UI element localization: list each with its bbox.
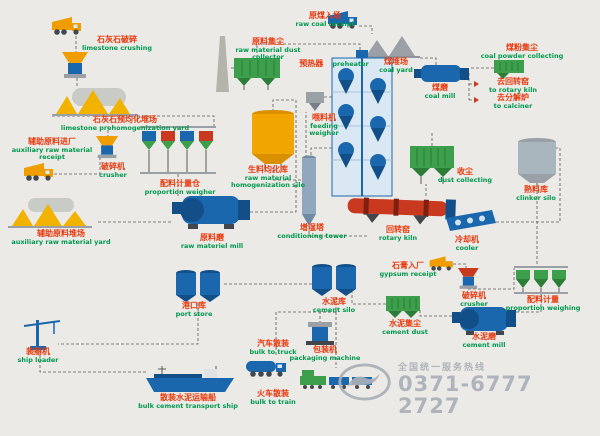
cement-dust-collector-icon xyxy=(386,296,420,318)
arrow-to-calciner-icon xyxy=(474,97,479,103)
coal-truck-icon xyxy=(328,11,357,29)
port-silos-icon xyxy=(176,270,220,302)
cement-mill-icon xyxy=(452,307,516,335)
proportion-weigher-hoppers-icon xyxy=(140,126,216,174)
ship-loader-icon xyxy=(23,320,61,350)
packaging-machine-icon xyxy=(306,322,334,345)
preheater-icon xyxy=(331,50,393,197)
flow-connectors xyxy=(39,25,561,373)
rotary-kiln-icon xyxy=(347,197,456,225)
coal-yard-icon xyxy=(364,36,420,58)
conditioning-tower-icon xyxy=(302,155,316,226)
chimney-icon xyxy=(216,36,229,92)
raw-dust-collector-icon xyxy=(234,58,280,90)
limestone-yard-icon xyxy=(52,88,138,116)
proportion-weighing-hoppers-icon xyxy=(514,266,568,294)
feeding-weigher-icon xyxy=(306,92,324,111)
homogenization-silo-icon xyxy=(252,110,294,170)
coal-mill-icon xyxy=(414,65,469,82)
watermark-text: 全国统一服务热线 0371-6777 2727 xyxy=(398,360,600,417)
gypsum-crusher-icon xyxy=(458,268,479,289)
auxiliary-crusher-icon xyxy=(96,136,119,159)
limestone-crusher-icon xyxy=(62,52,88,78)
auxiliary-truck-icon xyxy=(24,163,53,181)
cement-silos-icon xyxy=(312,264,356,296)
bulk-truck-icon xyxy=(246,361,286,377)
kiln-dust-collector-icon xyxy=(410,146,454,184)
watermark: 全国统一服务热线 0371-6777 2727 xyxy=(336,360,600,417)
cooler-icon xyxy=(446,210,496,231)
watermark-phone: 0371-6777 2727 xyxy=(398,372,533,419)
raw-mill-icon xyxy=(172,196,250,229)
watermark-logo-icon xyxy=(338,363,391,401)
coal-powder-collector-icon xyxy=(494,60,524,79)
arrow-to-rotary-kiln-icon xyxy=(474,81,479,87)
watermark-hotline: 全国统一服务热线 xyxy=(398,363,487,373)
limestone-truck-icon xyxy=(52,17,81,35)
bulk-ship-icon xyxy=(146,366,234,392)
auxiliary-yard-icon xyxy=(8,198,92,228)
gypsum-truck-icon xyxy=(429,256,453,271)
clinker-silo-icon xyxy=(518,138,556,186)
